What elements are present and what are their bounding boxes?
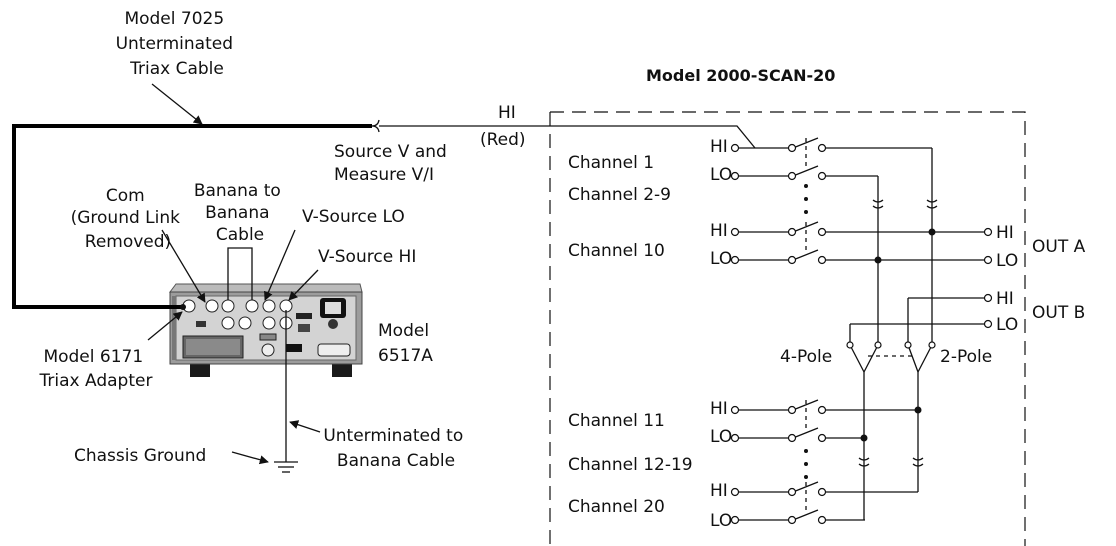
two-pole-label: 2-Pole xyxy=(940,347,992,367)
ch10-hi-label: HI xyxy=(710,221,728,241)
adapter-callout-arrow xyxy=(147,311,183,341)
ch11-hi-label: HI xyxy=(710,399,728,419)
ch10-lo-label: LO xyxy=(710,249,732,269)
channel-1-label: Channel 1 xyxy=(568,153,654,173)
channel-relays xyxy=(730,137,985,525)
out-b-label: OUT B xyxy=(1032,303,1085,323)
vsource-lo-label: V-Source LO xyxy=(302,207,405,227)
scanner-card-border xyxy=(549,111,1026,546)
four-pole-label: 4-Pole xyxy=(780,347,832,367)
channel-11-label: Channel 11 xyxy=(568,411,665,431)
triax-adapter-label: Model 6171 Triax Adapter xyxy=(39,347,153,391)
triax-cable-line xyxy=(12,124,372,309)
vsource-lo-arrow xyxy=(264,229,296,301)
banana-callout-arrow xyxy=(289,420,321,433)
bus-bank-1 xyxy=(846,147,993,373)
cable-label: Model 7025 Unterminated Triax Cable xyxy=(116,9,239,79)
out-a-lo-label: LO xyxy=(996,251,1018,271)
bus-bank-2 xyxy=(858,372,924,520)
unterminated-banana-label: Unterminated to Banana Cable xyxy=(323,426,468,471)
triax-cable-end xyxy=(371,119,380,133)
triax-adapter-point xyxy=(180,304,186,310)
ground-callout-arrow xyxy=(231,451,269,465)
banana-to-banana-label: Banana to Banana Cable xyxy=(194,181,286,245)
com-label: Com (Ground Link Removed) xyxy=(71,186,186,252)
channel-10-label: Channel 10 xyxy=(568,241,665,261)
ground-symbol xyxy=(274,461,298,473)
chassis-ground-label: Chassis Ground xyxy=(74,446,206,466)
ch1-lo-label: LO xyxy=(710,165,732,185)
hi-red-wire xyxy=(379,125,756,149)
out-b-hi-label: HI xyxy=(996,289,1014,309)
vsource-hi-arrow xyxy=(288,269,319,301)
com-callout-arrow xyxy=(161,229,206,303)
model-6517a-instrument xyxy=(169,283,363,377)
out-b-lo-label: LO xyxy=(996,315,1018,335)
banana-cable-bracket xyxy=(227,247,253,300)
red-label: (Red) xyxy=(480,130,526,150)
channel-12-19-label: Channel 12-19 xyxy=(568,455,693,475)
out-a-label: OUT A xyxy=(1032,237,1086,257)
ch20-hi-label: HI xyxy=(710,481,728,501)
source-measure-label: Source V and Measure V/I xyxy=(334,142,452,185)
channel-2-9-label: Channel 2-9 xyxy=(568,185,671,205)
scanner-title: Model 2000-SCAN-20 xyxy=(646,66,835,85)
model-6517a-label: Model 6517A xyxy=(378,321,434,366)
channel-20-label: Channel 20 xyxy=(568,497,665,517)
hi-wire-label: HI xyxy=(498,103,516,123)
ch1-hi-label: HI xyxy=(710,137,728,157)
cable-callout-arrow xyxy=(151,83,203,125)
ch20-lo-label: LO xyxy=(710,511,732,531)
out-a-hi-label: HI xyxy=(996,223,1014,243)
ch11-lo-label: LO xyxy=(710,427,732,447)
vsource-hi-label: V-Source HI xyxy=(318,247,416,267)
